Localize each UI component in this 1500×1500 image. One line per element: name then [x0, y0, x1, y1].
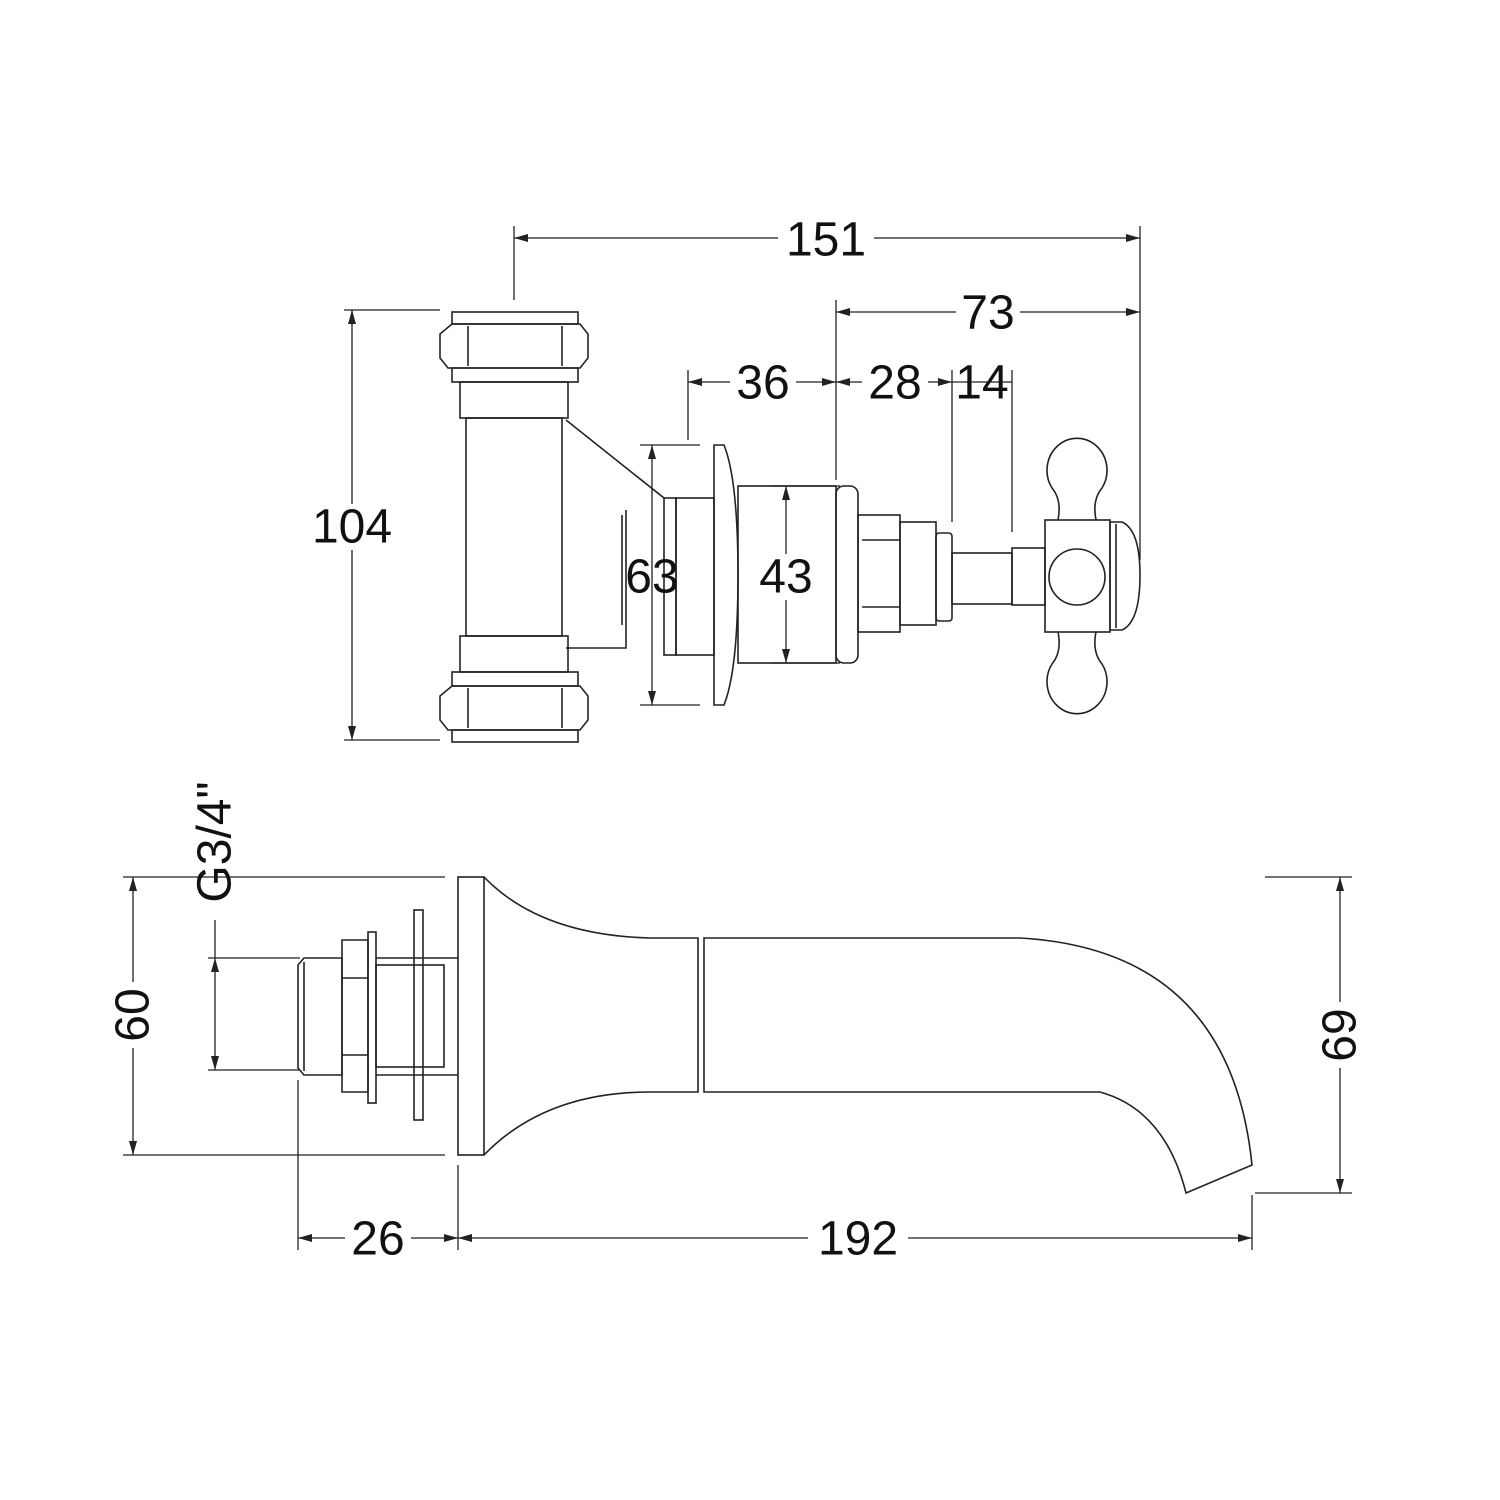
dim-label: 36 — [736, 357, 789, 410]
dim-label: 104 — [312, 501, 392, 554]
branch-line — [565, 419, 665, 499]
dim-thread-size: G3/4" — [189, 781, 300, 1071]
dim-label: 192 — [818, 1213, 898, 1266]
dim-overall-length: 151 — [513, 214, 1141, 560]
spout-body — [483, 876, 699, 1156]
dim-flange-diameter: 63 — [625, 444, 700, 706]
dim-spout-height: 69 — [1255, 876, 1367, 1194]
body-tube — [465, 417, 563, 637]
dim-label: 151 — [786, 214, 866, 267]
dim-shroud-diameter: 43 — [754, 485, 840, 664]
dim-tail-length: 26 — [297, 1080, 459, 1266]
gland-nut — [935, 532, 953, 622]
dim-overall-height: 104 — [304, 309, 440, 741]
dim-handle-projection: 73 — [835, 287, 1140, 480]
threaded-tail — [297, 909, 458, 1121]
dim-label: 69 — [1314, 1008, 1367, 1061]
dim-label: 63 — [625, 551, 678, 604]
spout-outlet — [703, 937, 1253, 1195]
bottom-compression-nut — [439, 635, 589, 743]
cross-handle — [1011, 437, 1141, 715]
spout-backplate — [457, 876, 485, 1156]
spindle — [951, 552, 1013, 605]
bonnet-hex — [857, 514, 937, 633]
dim-label: G3/4" — [189, 781, 242, 902]
dim-chain: 36 28 14 — [687, 357, 1013, 532]
dim-spout-projection: 192 — [458, 1195, 1253, 1266]
dim-label: 26 — [351, 1213, 404, 1266]
dim-plate-height: 60 — [107, 876, 445, 1156]
dim-label: 14 — [955, 357, 1008, 410]
top-compression-nut — [439, 311, 589, 419]
dim-label: 43 — [759, 551, 812, 604]
spout-drawing — [297, 876, 1253, 1195]
wall-flange — [713, 444, 739, 706]
dim-label: 73 — [961, 287, 1014, 340]
dim-label: 28 — [868, 357, 921, 410]
shroud-rim — [835, 485, 859, 664]
dim-label: 60 — [107, 988, 160, 1041]
